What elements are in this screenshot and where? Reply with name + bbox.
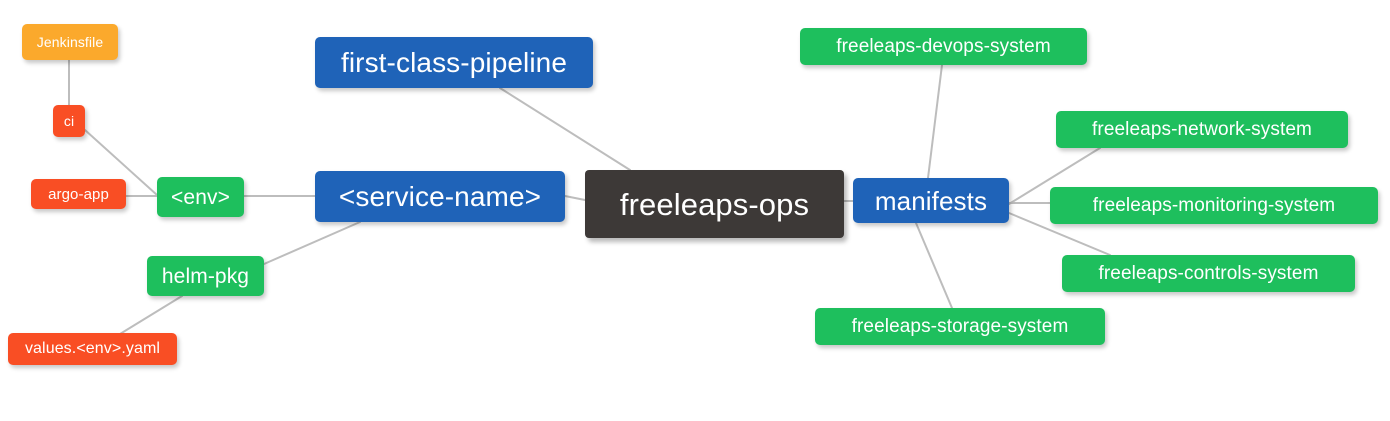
node-freeleaps-controls-system[interactable]: freeleaps-controls-system	[1062, 255, 1355, 292]
node-ci[interactable]: ci	[53, 105, 85, 137]
node-label: freeleaps-storage-system	[851, 316, 1069, 337]
node-label: freeleaps-devops-system	[836, 36, 1051, 57]
node-label: freeleaps-controls-system	[1098, 263, 1319, 284]
node-manifests[interactable]: manifests	[853, 178, 1009, 223]
edge-service-name-to-helm-pkg	[263, 221, 361, 265]
node-label: Jenkinsfile	[36, 34, 104, 50]
node-values-yaml[interactable]: values.<env>.yaml	[8, 333, 177, 365]
edge-first-class-pipeline-to-freeleaps-ops	[499, 87, 631, 171]
edge-helm-pkg-to-values-yaml	[119, 295, 183, 335]
node-first-class-pipeline[interactable]: first-class-pipeline	[315, 37, 593, 88]
node-label: freeleaps-network-system	[1092, 119, 1312, 140]
node-label: freeleaps-ops	[619, 186, 810, 222]
node-label: helm-pkg	[161, 264, 250, 288]
node-service-name[interactable]: <service-name>	[315, 171, 565, 222]
node-label: <service-name>	[338, 180, 542, 212]
node-label: values.<env>.yaml	[24, 340, 161, 357]
node-label: argo-app	[48, 185, 109, 203]
node-freeleaps-monitoring-system[interactable]: freeleaps-monitoring-system	[1050, 187, 1378, 224]
node-freeleaps-devops-system[interactable]: freeleaps-devops-system	[800, 28, 1087, 65]
node-jenkinsfile[interactable]: Jenkinsfile	[22, 24, 118, 60]
node-label: first-class-pipeline	[340, 46, 568, 78]
node-label: ci	[63, 113, 75, 129]
node-env[interactable]: <env>	[157, 177, 244, 217]
edge-manifests-to-freeleaps-devops-system	[927, 64, 943, 179]
node-argo-app[interactable]: argo-app	[31, 179, 126, 209]
edge-service-name-to-freeleaps-ops	[564, 195, 586, 201]
node-freeleaps-storage-system[interactable]: freeleaps-storage-system	[815, 308, 1105, 345]
node-label: freeleaps-monitoring-system	[1092, 195, 1336, 216]
node-freeleaps-ops[interactable]: freeleaps-ops	[585, 170, 844, 238]
node-freeleaps-network-system[interactable]: freeleaps-network-system	[1056, 111, 1348, 148]
edge-manifests-to-freeleaps-storage-system	[915, 222, 953, 309]
node-helm-pkg[interactable]: helm-pkg	[147, 256, 264, 296]
node-label: <env>	[171, 185, 230, 209]
node-label: manifests	[874, 185, 988, 216]
